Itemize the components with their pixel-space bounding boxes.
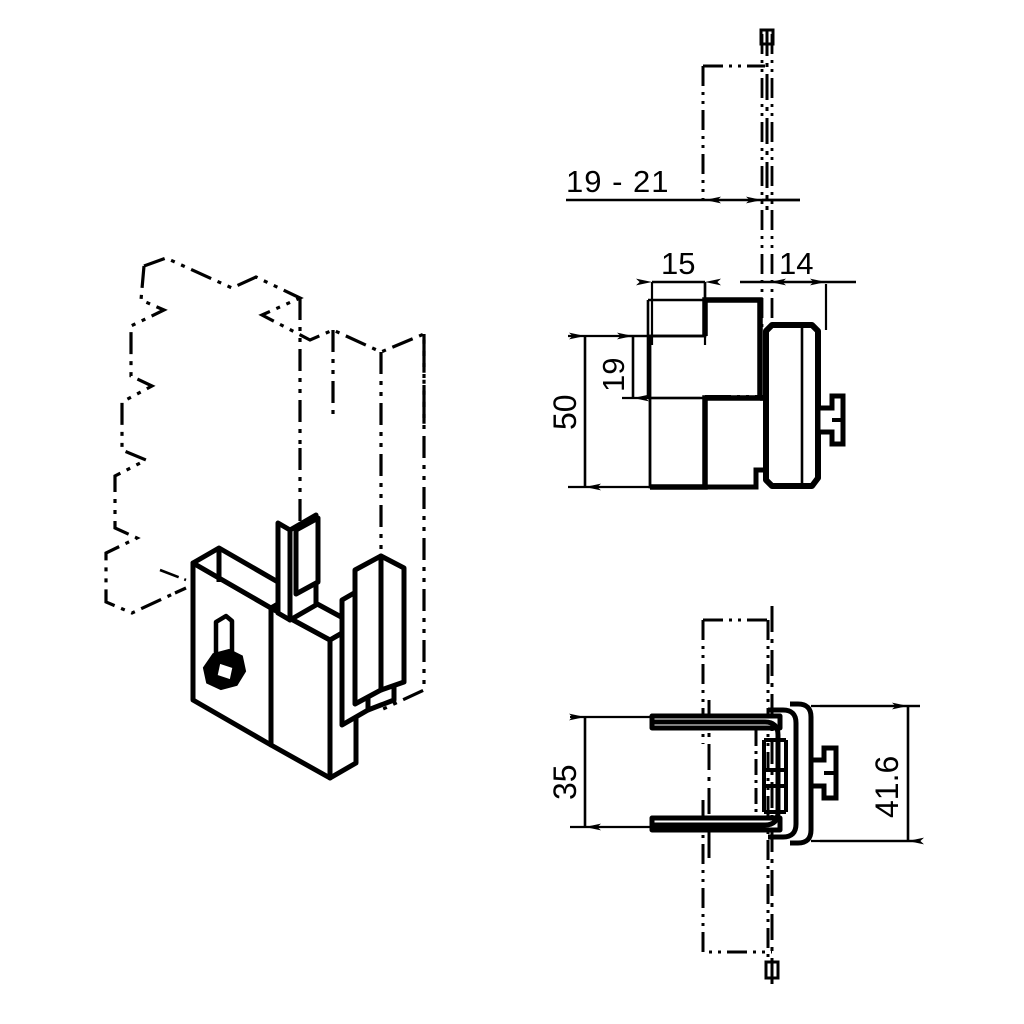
dimension-19-21-label: 19 - 21 <box>566 164 670 199</box>
dimension-41-6-label: 41.6 <box>869 756 905 818</box>
side-elevation-view: 19 - 21 15 14 50 <box>547 28 856 491</box>
dimension-15: 15 <box>636 246 721 345</box>
centerline-plan-main <box>707 606 774 986</box>
rail-bottom-cap <box>764 960 780 980</box>
dimension-35-label: 35 <box>547 764 583 800</box>
rail-top-cap <box>759 28 775 46</box>
plan-reference-edges <box>811 704 920 843</box>
side-view-geometry <box>646 282 707 400</box>
side-view-mount-plate <box>763 322 821 489</box>
dimension-19-21: 19 - 21 <box>566 164 800 204</box>
plan-clamp-nose <box>762 738 788 814</box>
bracket-back-arm <box>352 553 407 707</box>
bracket-center-fin <box>293 515 321 597</box>
hex-screw-side <box>815 393 846 447</box>
dimension-15-label: 15 <box>661 246 695 281</box>
dimension-35: 35 <box>547 713 680 831</box>
dimension-19-label: 19 <box>596 358 631 392</box>
isometric-view <box>104 256 426 781</box>
phantom-rail-plan <box>701 618 772 960</box>
hex-screw-plan <box>808 745 839 801</box>
plan-bracket-arms <box>649 713 783 833</box>
side-view-foot <box>650 467 766 490</box>
dimension-19: 19 <box>596 332 700 402</box>
side-view-bracket-outline <box>650 297 768 490</box>
dimension-50-label: 50 <box>547 394 583 430</box>
dimension-50: 50 <box>547 332 650 491</box>
dimension-14-label: 14 <box>779 246 813 281</box>
hex-screw-iso <box>202 648 247 691</box>
plan-view: 35 41.6 <box>547 606 924 986</box>
dimension-14: 14 <box>740 246 856 330</box>
phantom-rail-side <box>701 64 765 200</box>
